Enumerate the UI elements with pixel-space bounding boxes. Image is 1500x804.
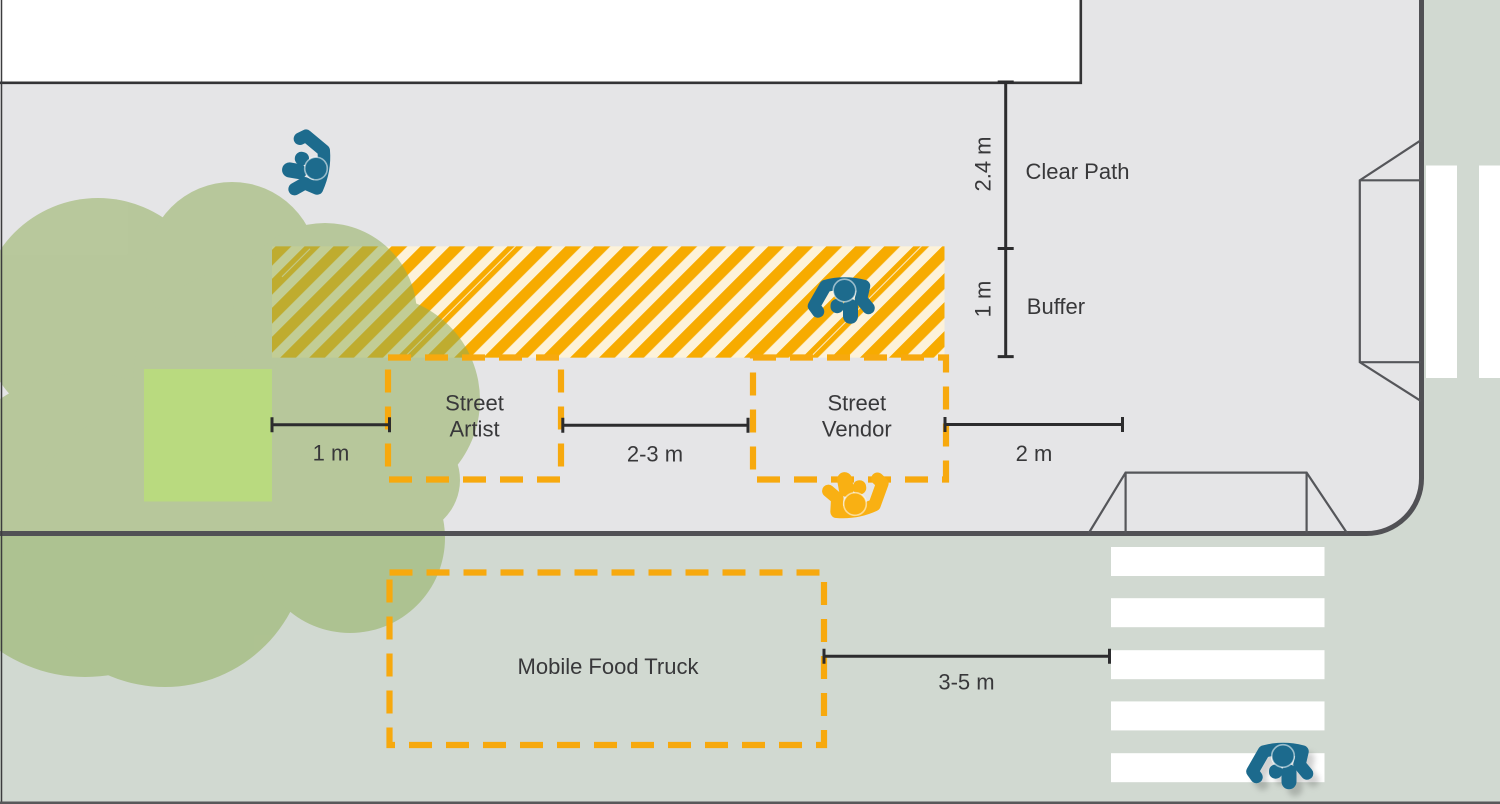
svg-text:3-5 m: 3-5 m (938, 670, 994, 695)
svg-text:Buffer: Buffer (1027, 294, 1085, 319)
svg-text:Artist: Artist (449, 417, 499, 442)
svg-text:Mobile Food Truck: Mobile Food Truck (518, 654, 700, 679)
svg-text:Street: Street (445, 391, 504, 416)
svg-text:2-3 m: 2-3 m (627, 442, 683, 467)
svg-text:2.4 m: 2.4 m (971, 136, 996, 191)
svg-text:Vendor: Vendor (822, 417, 892, 442)
svg-text:1 m: 1 m (313, 441, 350, 466)
svg-text:Clear Path: Clear Path (1026, 159, 1130, 184)
svg-text:1 m: 1 m (971, 281, 996, 318)
svg-text:Street: Street (827, 391, 886, 416)
svg-text:2 m: 2 m (1016, 441, 1053, 466)
